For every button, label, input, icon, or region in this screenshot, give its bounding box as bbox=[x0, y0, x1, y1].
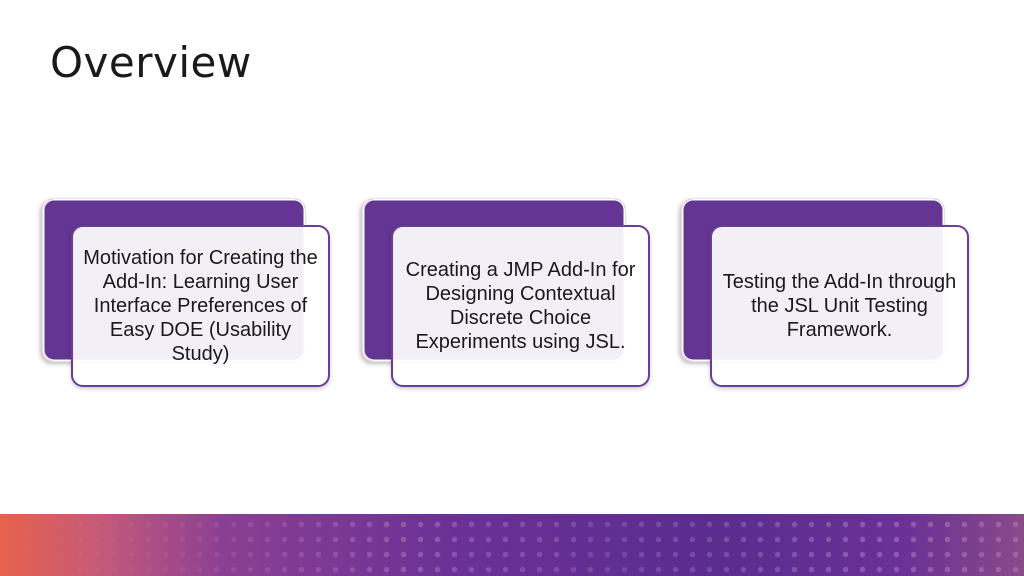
overview-card-3: Testing the Add-In through the JSL Unit … bbox=[681, 198, 973, 394]
card-text: Creating a JMP Add-In for Designing Cont… bbox=[405, 259, 636, 353]
footer-dot-pattern bbox=[0, 514, 1024, 576]
card-content-box: Testing the Add-In through the JSL Unit … bbox=[710, 225, 969, 387]
card-text: Motivation for Creating the Add-In: Lear… bbox=[83, 247, 318, 365]
card-content-box: Creating a JMP Add-In for Designing Cont… bbox=[391, 225, 650, 387]
footer-gradient-band bbox=[0, 514, 1024, 576]
overview-card-1: Motivation for Creating the Add-In: Lear… bbox=[42, 198, 334, 394]
card-content-box: Motivation for Creating the Add-In: Lear… bbox=[71, 225, 330, 387]
overview-card-2: Creating a JMP Add-In for Designing Cont… bbox=[362, 198, 654, 394]
card-text: Testing the Add-In through the JSL Unit … bbox=[722, 271, 957, 341]
slide-title: Overview bbox=[50, 38, 252, 87]
